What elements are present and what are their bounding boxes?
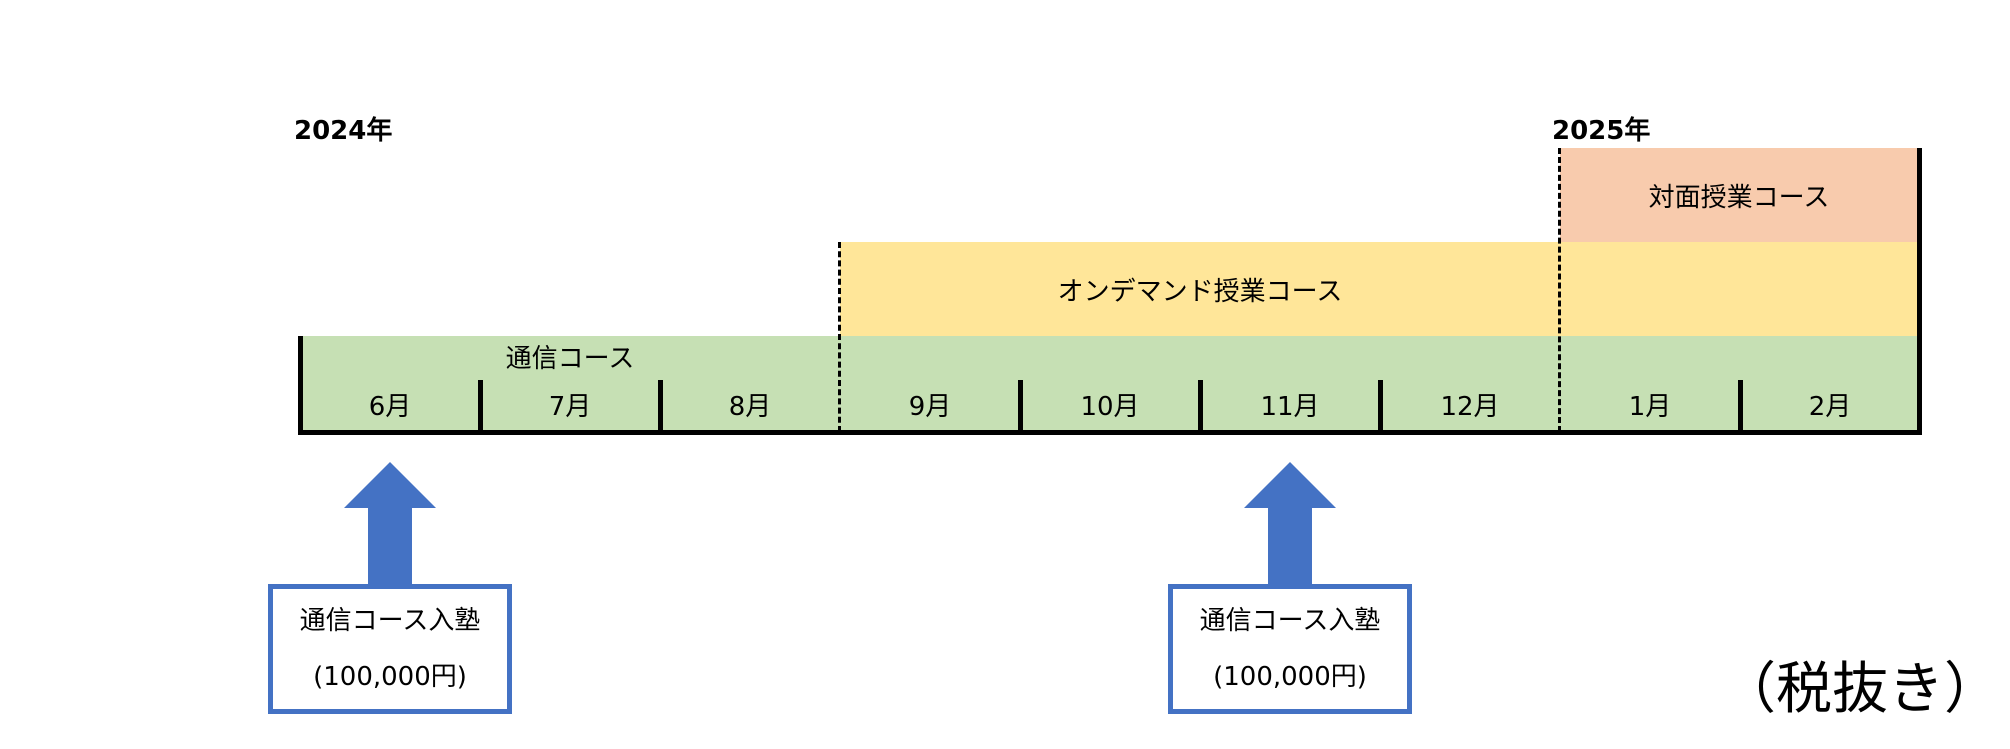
taimen-start-dashed-line xyxy=(1558,148,1561,432)
month-label: 12月 xyxy=(1440,392,1500,422)
callout-title: 通信コース入塾 xyxy=(299,606,481,636)
callout-title: 通信コース入塾 xyxy=(1199,606,1381,636)
month-divider xyxy=(478,380,483,434)
month-label: 2月 xyxy=(1808,392,1852,422)
timeline-baseline xyxy=(298,430,1922,435)
enrollment-callout: 通信コース入塾 (100,000円) xyxy=(1168,584,1412,714)
month-label: 1月 xyxy=(1628,392,1672,422)
ondemand-course-band: オンデマンド授業コース xyxy=(840,242,1918,336)
taimen-course-band: 対面授業コース xyxy=(1560,148,1918,242)
timeline-start-edge xyxy=(298,336,303,434)
taimen-course-label: 対面授業コース xyxy=(1648,182,1830,213)
tsushin-course-label: 通信コース xyxy=(505,344,635,374)
month-label: 8月 xyxy=(728,392,772,422)
year-label-2025: 2025年 xyxy=(1552,116,1651,146)
ondemand-course-label: オンデマンド授業コース xyxy=(1057,276,1343,307)
ondemand-start-dashed-line xyxy=(838,242,841,432)
tsushin-course-band xyxy=(300,336,1918,434)
month-label: 6月 xyxy=(368,392,412,422)
callout-price: (100,000円) xyxy=(1213,662,1367,692)
month-label: 10月 xyxy=(1080,392,1140,422)
month-divider xyxy=(1198,380,1203,434)
month-label: 7月 xyxy=(548,392,592,422)
month-label: 9月 xyxy=(908,392,952,422)
timeline-end-edge xyxy=(1917,148,1922,434)
up-arrow-icon xyxy=(1244,462,1336,588)
year-label-2024: 2024年 xyxy=(294,116,393,146)
enrollment-callout: 通信コース入塾 (100,000円) xyxy=(268,584,512,714)
month-label: 11月 xyxy=(1260,392,1320,422)
month-divider xyxy=(1738,380,1743,434)
month-divider xyxy=(1378,380,1383,434)
tax-excluded-note: （税抜き） xyxy=(1720,657,2000,722)
callout-price: (100,000円) xyxy=(313,662,467,692)
month-divider xyxy=(1018,380,1023,434)
month-divider xyxy=(658,380,663,434)
up-arrow-icon xyxy=(344,462,436,588)
